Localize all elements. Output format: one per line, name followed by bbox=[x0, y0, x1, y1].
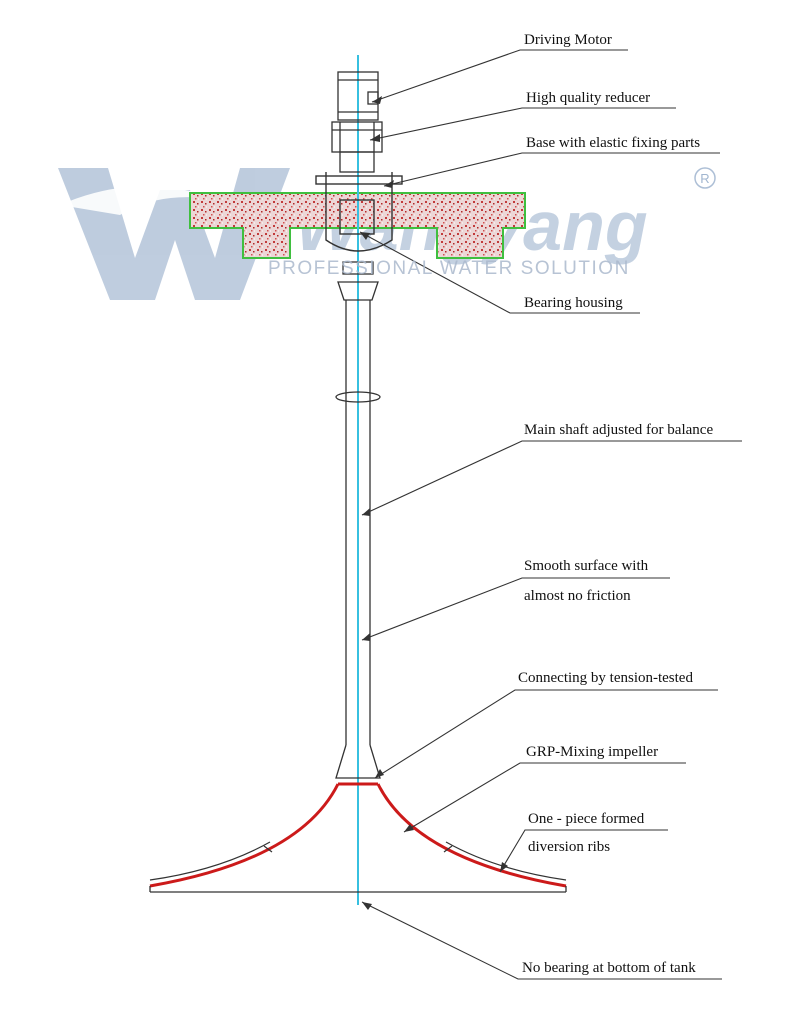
label-ribs-1: One - piece formed bbox=[528, 811, 645, 827]
label-connecting: Connecting by tension-tested bbox=[518, 670, 693, 686]
impeller bbox=[149, 782, 567, 893]
label-driving-motor: Driving Motor bbox=[524, 32, 612, 48]
bearing-housing-part bbox=[337, 261, 379, 301]
registered-mark: R bbox=[700, 171, 709, 186]
label-bearing-housing: Bearing housing bbox=[524, 295, 623, 311]
leader-lines bbox=[359, 49, 742, 980]
label-base: Base with elastic fixing parts bbox=[526, 135, 701, 151]
label-main-shaft: Main shaft adjusted for balance bbox=[524, 422, 714, 438]
driving-motor bbox=[337, 71, 379, 121]
label-ribs-2: diversion ribs bbox=[528, 839, 611, 855]
watermark-tagline: PROFESSIONAL WATER SOLUTION bbox=[268, 258, 630, 279]
main-shaft bbox=[335, 300, 381, 745]
label-no-bearing: No bearing at bottom of tank bbox=[522, 960, 696, 976]
label-impeller: GRP-Mixing impeller bbox=[526, 744, 659, 760]
base-plate bbox=[315, 172, 403, 252]
label-smooth-surface-2: almost no friction bbox=[524, 588, 631, 604]
impeller-connector bbox=[335, 744, 381, 779]
label-smooth-surface-1: Smooth surface with bbox=[524, 558, 649, 574]
label-reducer: High quality reducer bbox=[526, 90, 651, 106]
arrowheads bbox=[360, 96, 508, 910]
registered-circle bbox=[694, 167, 716, 189]
